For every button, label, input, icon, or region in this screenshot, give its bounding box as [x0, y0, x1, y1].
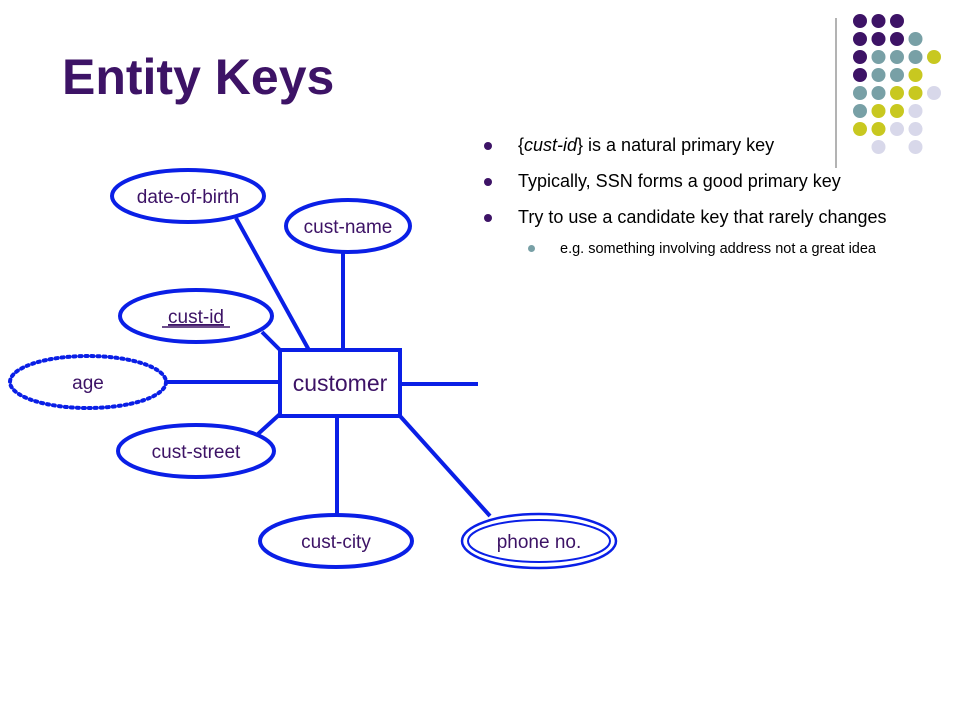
bullet-dot — [484, 142, 492, 150]
bullet-dot — [484, 214, 492, 222]
decorative-dot — [908, 68, 923, 82]
decorative-dot — [908, 86, 923, 100]
decorative-dot — [853, 122, 867, 136]
sub-bullet-dot — [528, 245, 535, 252]
attr-age — [8, 354, 168, 410]
decorative-dot — [853, 104, 867, 118]
decorative-dot — [853, 86, 867, 100]
cust-id-emphasis: cust-id — [524, 135, 578, 155]
attr-phone-inner — [467, 519, 611, 563]
decorative-dot — [871, 122, 886, 136]
decorative-dot — [908, 32, 923, 46]
edge-cust-id — [260, 330, 282, 352]
attr-cust-street — [116, 423, 276, 479]
edge-phone — [398, 414, 492, 518]
decorative-dot — [890, 14, 904, 28]
bullet-item: Try to use a candidate key that rarely c… — [482, 205, 912, 229]
bullet-dot — [484, 178, 492, 186]
decorative-dot — [890, 50, 904, 64]
attr-cust-name — [284, 198, 412, 254]
attr-cust-name-label: cust-name — [304, 217, 393, 238]
attr-phone-label: phone no. — [497, 532, 582, 553]
bullet-list: {cust-id} is a natural primary key Typic… — [482, 133, 912, 273]
edge-date-of-birth — [234, 217, 312, 353]
decorative-dot — [853, 68, 867, 82]
decorative-dot — [908, 50, 923, 64]
decorative-dot — [908, 140, 923, 154]
decorative-dot — [890, 32, 904, 46]
decorative-dot — [871, 32, 886, 46]
attr-age-label: age — [72, 373, 104, 394]
attr-cust-city-label: cust-city — [301, 532, 371, 553]
entity-customer — [278, 348, 402, 418]
attr-cust-id-label: cust-id — [168, 307, 224, 328]
bullet-item: {cust-id} is a natural primary key — [482, 133, 912, 157]
decorative-dot — [853, 50, 867, 64]
decorative-dot — [853, 14, 867, 28]
decorative-dot — [871, 14, 886, 28]
decorative-dot — [890, 86, 904, 100]
bullet-item: Typically, SSN forms a good primary key — [482, 169, 912, 193]
attr-cust-city — [258, 513, 414, 569]
attr-date-of-birth-label: date-of-birth — [137, 187, 239, 208]
decorative-dot — [927, 86, 941, 100]
decorative-dot — [890, 122, 904, 136]
decorative-dot — [871, 68, 886, 82]
entity-customer-label: customer — [293, 370, 388, 396]
decorative-dot — [871, 86, 886, 100]
slide-title: Entity Keys — [62, 49, 335, 105]
edge-cust-street — [256, 412, 282, 436]
decorative-dot — [871, 140, 886, 154]
decorative-dot — [890, 104, 904, 118]
decorative-dot — [871, 50, 886, 64]
decorative-dot — [908, 104, 923, 118]
decorative-dot — [853, 32, 867, 46]
sub-bullet-item: e.g. something involving address not a g… — [482, 237, 912, 261]
decorative-dot — [871, 104, 886, 118]
attr-cust-street-label: cust-street — [152, 442, 241, 463]
decorative-dot — [890, 68, 904, 82]
attr-date-of-birth — [110, 168, 266, 224]
decorative-dot — [927, 50, 941, 64]
decorative-dot — [908, 122, 923, 136]
attr-cust-id — [118, 288, 274, 344]
